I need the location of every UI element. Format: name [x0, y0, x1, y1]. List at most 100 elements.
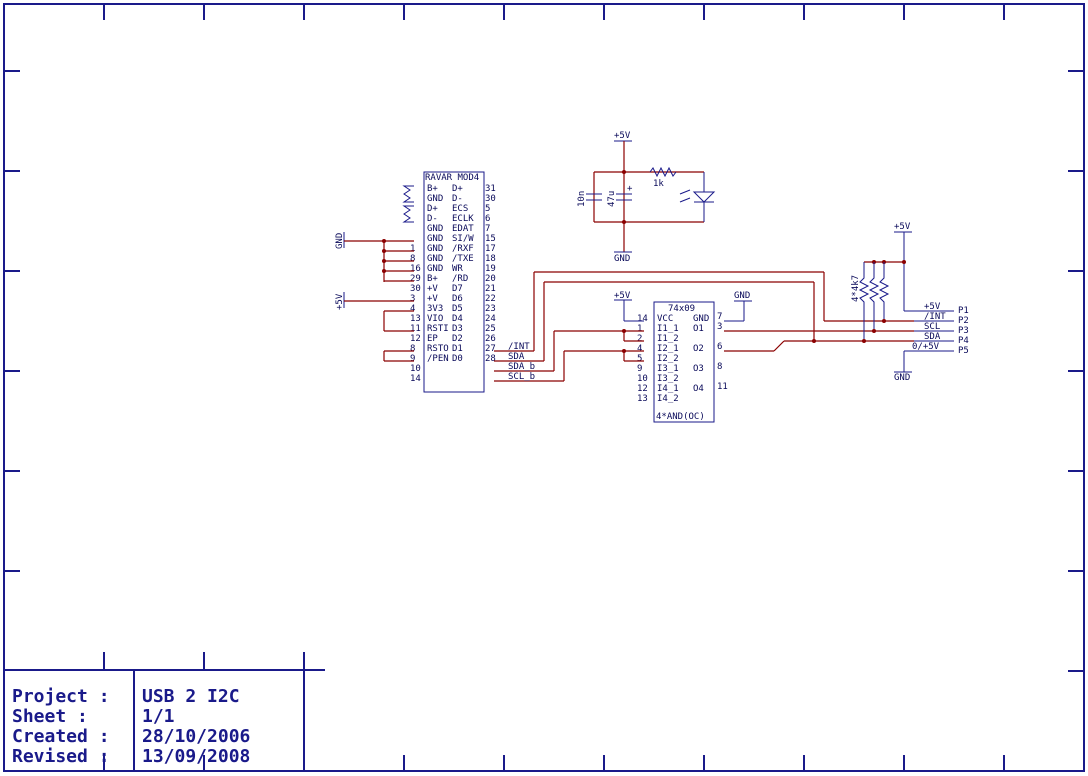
power-block-gnd-label: GND	[614, 254, 630, 264]
u2-left-label: I2_2	[657, 354, 679, 364]
u1-right-pin: 15	[485, 234, 496, 244]
u1-right-pin: 19	[485, 264, 496, 274]
title-value-created: 28/10/2006	[142, 726, 250, 747]
u2-right-pin: 6	[717, 342, 722, 352]
u1-left-label: GND	[427, 194, 443, 204]
title-value-revised: 13/09/2008	[142, 746, 250, 767]
conn-pin-1: P1	[958, 306, 969, 316]
u2-right-pin: 7	[717, 312, 722, 322]
conn-label-4: SDA	[924, 332, 941, 342]
u1-right-pin: 6	[485, 214, 490, 224]
u1-left-label: +V	[427, 294, 438, 304]
conn-label-5: 0/+5V	[912, 342, 940, 352]
u2-left-label: I4_1	[657, 384, 679, 394]
title-key-created: Created :	[12, 726, 110, 747]
u2-gnd-label: GND	[734, 291, 750, 301]
u2-left-pin: 2	[637, 334, 642, 344]
u1-right-label: D0	[452, 354, 463, 364]
u1-left-label: VIO	[427, 314, 443, 324]
u1-left-labels: B+GNDD+D-GNDGNDGNDGNDGNDB++V+V3V3VIORSTI…	[427, 184, 449, 364]
u1-right-pin: 30	[485, 194, 496, 204]
u1-left-label: RSTO	[427, 344, 449, 354]
u1-right-label: D2	[452, 334, 463, 344]
u2-left-label: I2_1	[657, 344, 679, 354]
cap2-plus: +	[627, 184, 633, 194]
u2-left-pin: 1	[637, 324, 642, 334]
u1-left-label: +V	[427, 284, 438, 294]
u2-left-label: I3_1	[657, 364, 679, 374]
u1-right-label: D4	[452, 314, 463, 324]
u2-left-pin: 13	[637, 394, 648, 404]
u1-left-pin: 13	[410, 314, 421, 324]
u2-left-label: I4_2	[657, 394, 679, 404]
u1-left-label: GND	[427, 224, 443, 234]
net-int-label: /INT	[508, 342, 530, 352]
u1-right-label: SI/W	[452, 234, 474, 244]
u2-right-pin: 3	[717, 322, 722, 332]
u1-right-pin: 26	[485, 334, 496, 344]
u1-left-pin: 10	[410, 364, 421, 374]
conn-pin-5: P5	[958, 346, 969, 356]
u1-left-label: EP	[427, 334, 438, 344]
u1-left-label: D-	[427, 214, 438, 224]
u1-right-pin: 31	[485, 184, 496, 194]
u2-right-label: O3	[693, 364, 704, 374]
title-value-project: USB 2 I2C	[142, 686, 240, 707]
u2-left-label: I1_1	[657, 324, 679, 334]
u1-left-label: 3V3	[427, 304, 443, 314]
u2-left-label: I3_2	[657, 374, 679, 384]
u1-right-label: /TXE	[452, 254, 474, 264]
signal-wiring: /INT SDA SDA_b SCL_b +5V GND	[494, 271, 914, 382]
u2-right-label: O4	[693, 384, 704, 394]
u1-left-label: RSTI	[427, 324, 449, 334]
u1-left-pin: 1	[410, 244, 415, 254]
conn-pin-2: P2	[958, 316, 969, 326]
u1-right-label: /RD	[452, 274, 468, 284]
u1-left-label: /PEN	[427, 354, 449, 364]
u1-left-pin: 14	[410, 374, 421, 384]
u1-left-pin: 8	[410, 254, 415, 264]
u2-right-pin: 11	[717, 382, 728, 392]
u2-right-label: O1	[693, 324, 704, 334]
conn-pin-4: P4	[958, 336, 969, 346]
ic-ravar-mod4: RAVAR MOD4 B+GNDD+D-GNDGNDGNDGNDGNDB++V+…	[410, 171, 496, 393]
u1-right-label: D5	[452, 304, 463, 314]
conn-label-1: +5V	[924, 302, 941, 312]
u1-right-label: D3	[452, 324, 463, 334]
u1-left-pin: 9	[410, 354, 415, 364]
conn-pin-3: P3	[958, 326, 969, 336]
u2-left-pin: 5	[637, 354, 642, 364]
u1-right-label: ECLK	[452, 214, 474, 224]
u2-vcc-label: +5V	[614, 291, 631, 301]
title-key-project: Project :	[12, 686, 110, 707]
u1-left-pin: 30	[410, 284, 421, 294]
u1-left-pin: 4	[410, 304, 415, 314]
net-sda-label: SDA	[508, 352, 525, 362]
u1-right-pin: 28	[485, 354, 496, 364]
u1-left-label: GND	[427, 234, 443, 244]
u1-name: RAVAR MOD4	[425, 173, 479, 183]
u1-right-pin: 7	[485, 224, 490, 234]
u1-right-pin: 17	[485, 244, 496, 254]
title-key-sheet: Sheet :	[12, 706, 88, 727]
u2-left-pin: 12	[637, 384, 648, 394]
u1-right-label: D6	[452, 294, 463, 304]
u1-left-label: GND	[427, 264, 443, 274]
power-led-block: +5V 10n + 47u 1k GND	[577, 131, 716, 264]
u2-name: 74x09	[668, 304, 695, 314]
pullup-vcc-label: +5V	[894, 222, 911, 232]
u1-left-pin: 8	[410, 344, 415, 354]
u1-right-pin: 24	[485, 314, 496, 324]
u1-left-label: GND	[427, 244, 443, 254]
sheet-border	[3, 3, 1085, 772]
u1-right-label: D1	[452, 344, 463, 354]
u2-left-pin: 14	[637, 314, 648, 324]
u1-right-label: D7	[452, 284, 463, 294]
u1-right-pin: 25	[485, 324, 496, 334]
vcc-left-label: +5V	[335, 293, 345, 310]
u1-right-label: D+	[452, 184, 463, 194]
